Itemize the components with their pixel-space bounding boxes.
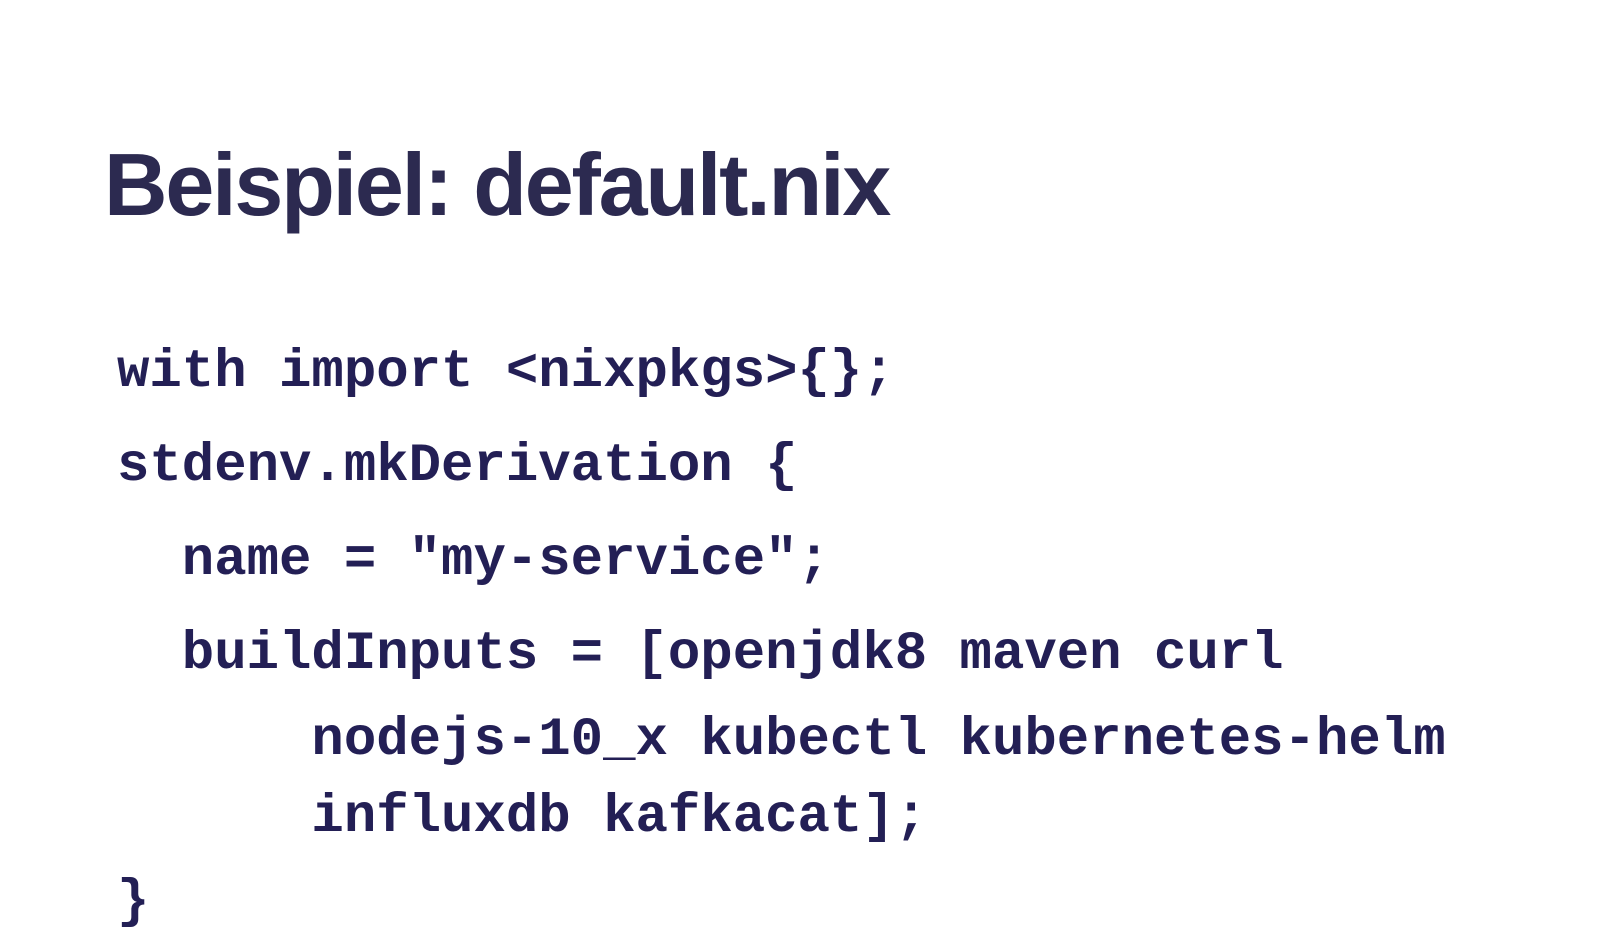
code-line: with import <nixpkgs>{}; [117, 342, 895, 403]
page-title: Beispiel: default.nix [104, 134, 891, 234]
code-line: } [117, 872, 150, 933]
code-line: name = "my-service"; [117, 530, 830, 591]
code-block: with import <nixpkgs>{}; stdenv.mkDerivat… [117, 326, 1537, 950]
code-line: stdenv.mkDerivation { [117, 436, 798, 497]
code-line: buildInputs = [openjdk8 maven curl [117, 624, 1284, 685]
code-line: nodejs-10_x kubectl kubernetes-helm [117, 710, 1446, 771]
slide: Beispiel: default.nix with import <nixpk… [104, 134, 1446, 933]
code-line: influxdb kafkacat]; [117, 787, 928, 848]
